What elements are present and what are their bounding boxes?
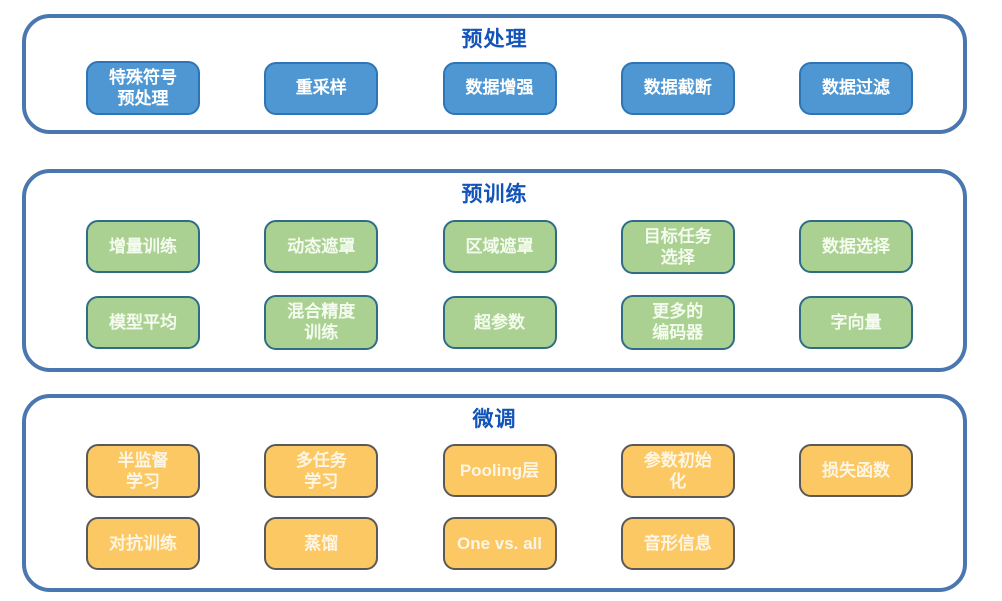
diagram-node-multitask-learning: 多任务 学习 — [264, 443, 379, 499]
diagram-node-more-encoders: 更多的 编码器 — [620, 295, 735, 350]
diagram-node-incremental-training: 增量训练 — [86, 220, 200, 274]
diagram-node-span-masking: 区域遮罩 — [442, 220, 557, 274]
node-row: 增量训练 动态遮罩 区域遮罩 目标任务 选择 数据选择 — [26, 209, 963, 285]
diagram-node-hyperparameters: 超参数 — [442, 295, 557, 349]
section-pretraining: 预训练 增量训练 动态遮罩 区域遮罩 目标任务 选择 数据选择 模型平均 混合精… — [22, 169, 967, 372]
diagram-node-mixed-precision-training: 混合精度 训练 — [264, 295, 379, 350]
section-title-finetuning: 微调 — [472, 408, 517, 431]
node-row: 模型平均 混合精度 训练 超参数 更多的 编码器 字向量 — [26, 285, 963, 361]
section-preprocessing: 预处理 特殊符号 预处理 重采样 数据增强 数据截断 数据过滤 — [22, 14, 967, 134]
diagram-node-one-vs-all: One vs. all — [442, 517, 557, 571]
diagram-node-word-vectors: 字向量 — [799, 295, 913, 349]
diagram-node-special-symbol-preprocess: 特殊符号 预处理 — [86, 60, 200, 116]
diagram-node-resampling: 重采样 — [264, 61, 379, 115]
diagram-node-phonetic-shape-info: 音形信息 — [620, 517, 735, 571]
diagram-node-semi-supervised-learning: 半监督 学习 — [86, 443, 200, 499]
diagram-node-dynamic-masking: 动态遮罩 — [264, 220, 379, 274]
diagram-node-adversarial-training: 对抗训练 — [86, 517, 200, 571]
node-row: 对抗训练 蒸馏 One vs. all 音形信息 — [26, 508, 963, 580]
diagram-node-pooling-layer: Pooling层 — [442, 444, 557, 498]
section-title-pretraining: 预训练 — [461, 183, 528, 206]
section-title-preprocessing: 预处理 — [461, 28, 528, 51]
diagram-node-parameter-initialization: 参数初始 化 — [620, 443, 735, 499]
diagram-node-data-augmentation: 数据增强 — [442, 61, 557, 115]
diagram-node-model-averaging: 模型平均 — [86, 295, 200, 349]
diagram-node-target-task-selection: 目标任务 选择 — [620, 219, 735, 274]
section-finetuning: 微调 半监督 学习 多任务 学习 Pooling层 参数初始 化 损失函数 对抗… — [22, 394, 967, 592]
node-row: 半监督 学习 多任务 学习 Pooling层 参数初始 化 损失函数 — [26, 434, 963, 508]
diagram-node-data-truncation: 数据截断 — [620, 61, 735, 115]
diagram-node-loss-function: 损失函数 — [799, 444, 913, 498]
diagram-node-data-filtering: 数据过滤 — [799, 61, 913, 115]
node-row: 特殊符号 预处理 重采样 数据增强 数据截断 数据过滤 — [26, 54, 963, 122]
diagram-node-data-selection: 数据选择 — [799, 220, 913, 274]
diagram-node-distillation: 蒸馏 — [264, 517, 379, 571]
